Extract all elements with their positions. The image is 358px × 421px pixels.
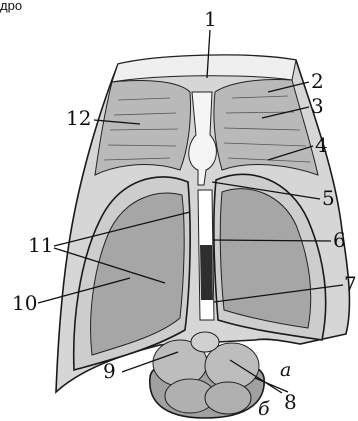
heart-lobe-lower-right xyxy=(205,382,251,414)
heart-lobe-top xyxy=(191,332,219,352)
central-column-dark-area xyxy=(200,245,213,300)
label-5: 5 xyxy=(322,186,335,210)
label-4: 4 xyxy=(315,133,328,157)
sublabel-a: а xyxy=(280,359,291,381)
label-7: 7 xyxy=(344,272,357,296)
label-9: 9 xyxy=(103,359,116,383)
label-11: 11 xyxy=(28,233,53,257)
label-12: 12 xyxy=(66,106,91,130)
upper-left-mass xyxy=(95,80,191,175)
label-8: 8 xyxy=(284,390,297,414)
label-2: 2 xyxy=(311,69,324,93)
corner-text-fragment: дро xyxy=(0,0,22,13)
label-3: 3 xyxy=(311,94,324,118)
label-6: 6 xyxy=(333,228,346,252)
label-10: 10 xyxy=(12,291,37,315)
sublabel-b: б xyxy=(258,398,270,420)
label-1: 1 xyxy=(204,7,217,31)
